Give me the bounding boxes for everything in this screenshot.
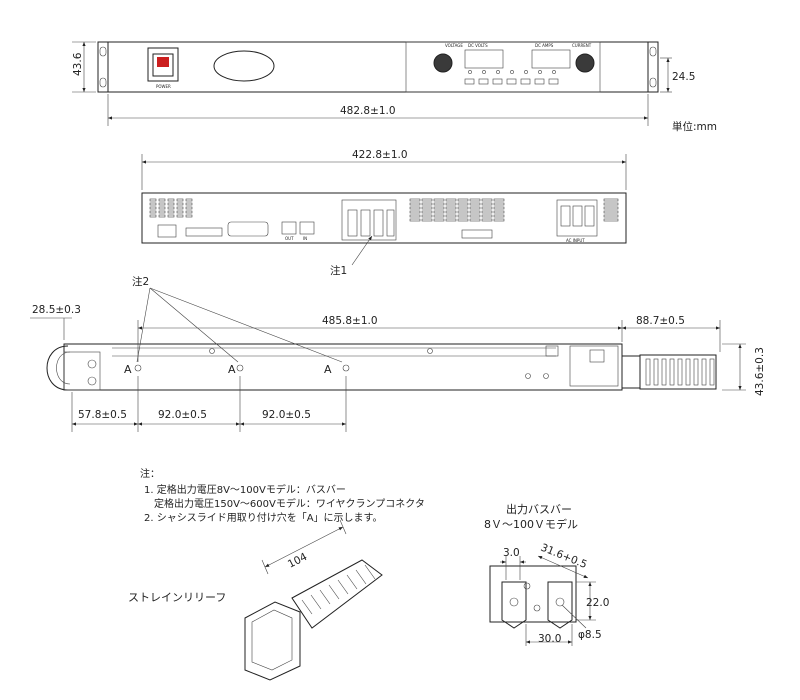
busbar-title-2: 8Ｖ～100Ｖモデル <box>484 517 578 531</box>
rear-view: OUT IN AC INPUT 422.8±1.0 注1 <box>141 149 627 277</box>
busbar-plate <box>489 565 577 623</box>
note2-ref: 注2 <box>132 275 149 288</box>
front-height-dim: 43.6 <box>72 52 84 76</box>
current-knob <box>575 53 595 73</box>
busbar-dim-c: 22.0 <box>586 597 609 609</box>
notes-line1: 1. 定格出力電圧8V～100Vモデル：バスバー <box>144 483 346 496</box>
rear-panel <box>141 192 627 244</box>
dc-volts-label: DC VOLTS <box>468 43 488 48</box>
strain-relief-ribs <box>301 564 376 615</box>
busbar-dim-d: 30.0 <box>538 633 561 645</box>
hole-a-label-2: A <box>228 363 236 376</box>
notes-line2: 定格出力電圧150V～600Vモデル：ワイヤクランプコネクタ <box>154 497 425 510</box>
rack-handle <box>46 345 69 391</box>
hole-spacing-2: 92.0±0.5 <box>158 409 207 421</box>
busbar-dim-e: φ8.5 <box>578 629 602 641</box>
power-label: POWER <box>156 84 171 89</box>
rear-terminal <box>622 355 641 389</box>
front-width-dim: 482.8±1.0 <box>340 105 396 117</box>
hole-a-label-1: A <box>124 363 132 376</box>
rear-vent-middle <box>409 198 505 222</box>
control-area <box>405 41 601 93</box>
right-rack-ear <box>648 41 659 93</box>
rs485-out-port <box>281 221 297 235</box>
left-rack-ear <box>97 41 108 93</box>
front-button-row <box>464 70 559 85</box>
unit-label: 単位:mm <box>672 120 717 133</box>
front-view: POWER VOLTAGE CURRENT DC VOLTS DC AMPS 4… <box>72 41 717 133</box>
strain-relief-body <box>291 559 383 629</box>
rear-width-dim: 422.8±1.0 <box>352 149 408 161</box>
port-out-label: OUT <box>285 236 294 241</box>
left-ear-slot-bottom <box>99 77 107 88</box>
right-ear-slot-bottom <box>649 77 657 88</box>
voltage-knob <box>433 53 453 73</box>
busbar-dim-a: 3.0 <box>503 547 520 559</box>
hole-spacing-3: 92.0±0.5 <box>262 409 311 421</box>
strain-relief-fins <box>645 358 715 386</box>
dc-amps-label: DC AMPS <box>535 43 554 48</box>
strain-relief-side <box>639 354 717 390</box>
rating-label <box>461 229 493 239</box>
sense-connector <box>157 224 177 238</box>
hole-spacing-1: 57.8±0.5 <box>78 409 127 421</box>
hole-a-label-3: A <box>324 363 332 376</box>
side-view: A A A 注2 28.5±0.3 485.8±1.0 88.7±0.5 43.… <box>30 275 766 432</box>
left-offset-dim: 28.5±0.3 <box>32 304 81 316</box>
side-length-dim: 485.8±1.0 <box>322 315 378 327</box>
busbar-right <box>547 581 573 629</box>
port-in-label: IN <box>303 236 307 241</box>
power-switch-indicator <box>157 57 169 67</box>
side-height-dim: 43.6±0.3 <box>754 347 766 396</box>
hole-a-1 <box>134 364 142 372</box>
voltage-display <box>464 49 504 69</box>
voltage-label: VOLTAGE <box>445 43 463 48</box>
current-display <box>531 49 571 69</box>
left-ear-slot-top <box>99 46 107 57</box>
rear-vent-right <box>603 198 619 222</box>
logo-oval <box>213 50 275 82</box>
db25-connector <box>227 221 269 237</box>
right-ear-slot-top <box>649 46 657 57</box>
busbar-left <box>501 581 527 629</box>
ac-input-block <box>556 199 598 237</box>
strain-relief-label: ストレインリリーフ <box>128 591 226 604</box>
rs485-in-port <box>299 221 315 235</box>
rear-vent-left <box>149 198 193 218</box>
front-depth-dim: 24.5 <box>672 71 695 83</box>
current-label: CURRENT <box>572 43 592 48</box>
front-panel <box>107 41 649 93</box>
busbar-detail: 出力バスバー 8Ｖ～100Ｖモデル 3.0 31.6+0.5 22.0 30.0… <box>484 502 609 646</box>
output-terminal-block <box>341 199 397 241</box>
rear-protrusion-dim: 88.7±0.5 <box>636 315 685 327</box>
notes-title: 注： <box>140 467 160 480</box>
busbar-dim-b: 31.6+0.5 <box>539 542 589 571</box>
ac-input-label: AC INPUT <box>566 238 585 243</box>
strain-relief-length: 104 <box>286 551 310 571</box>
hole-a-3 <box>342 364 350 372</box>
hole-a-2 <box>236 364 244 372</box>
notes-line3: 2. シャシスライド用取り付け穴を「A」に示します。 <box>144 511 383 524</box>
note1-ref: 注1 <box>330 264 347 277</box>
strain-relief-detail: ストレインリリーフ 104 <box>128 519 383 681</box>
dip-switch <box>185 227 223 237</box>
strain-relief-flange <box>244 601 301 681</box>
notes-block: 注： 1. 定格出力電圧8V～100Vモデル：バスバー 定格出力電圧150V～6… <box>140 467 425 524</box>
busbar-title-1: 出力バスバー <box>506 502 572 516</box>
power-switch-frame <box>147 47 179 82</box>
